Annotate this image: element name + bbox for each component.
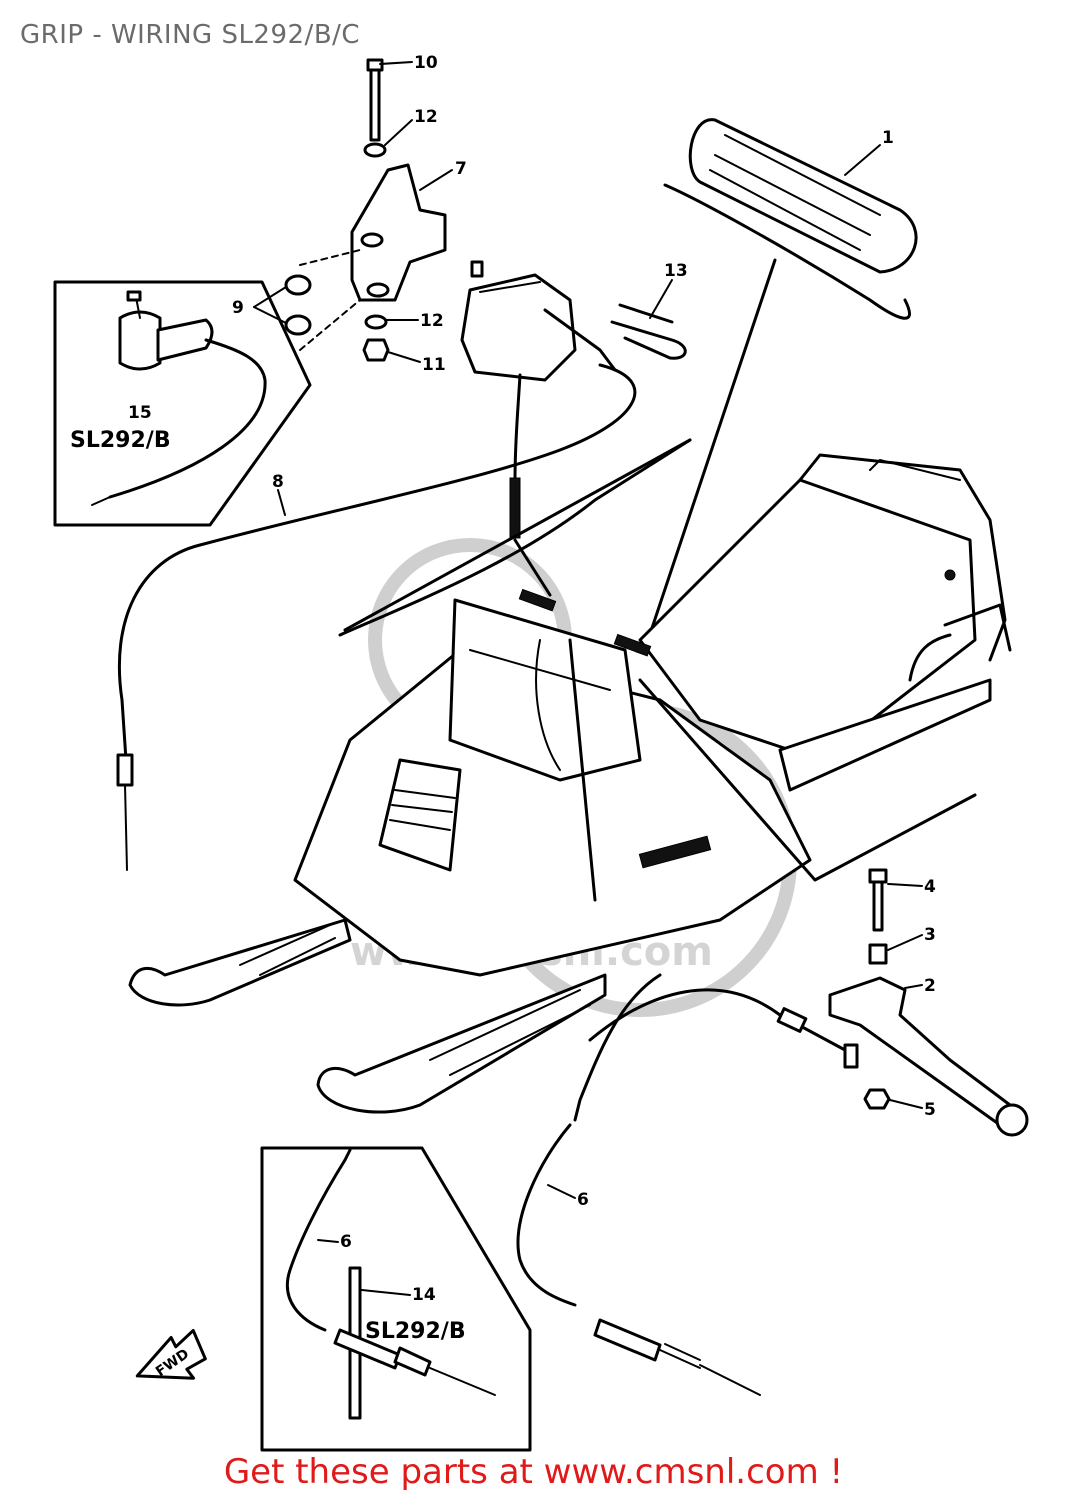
callout-11: 11: [422, 355, 446, 375]
switch-housing: [460, 260, 617, 539]
inset-bottom-label: SL292/B: [365, 1319, 466, 1344]
callout-10: 10: [414, 53, 438, 73]
callout-8: 8: [272, 472, 284, 492]
lever-2: 2: [828, 976, 1029, 1137]
callout-5: 5: [924, 1100, 936, 1120]
bracket-7: 7: [350, 159, 467, 302]
callout-1: 1: [882, 128, 894, 148]
nut-5: 5: [863, 1088, 936, 1120]
callout-9: 9: [232, 298, 244, 318]
skis: [128, 918, 607, 1114]
grip-1: 1: [646, 118, 918, 642]
direction-arrow-icon: FWD: [135, 1329, 207, 1380]
callout-12-top: 12: [414, 107, 438, 127]
bolt-10: 10: [366, 53, 438, 142]
separator-lines: [338, 438, 977, 882]
callout-3: 3: [924, 925, 936, 945]
inset-top-left: 15 SL292/B: [53, 280, 312, 527]
washer-12-top: 12: [363, 107, 438, 158]
nuts-9: 9: [232, 249, 361, 351]
page-title: GRIP - WIRING SL292/B/C: [20, 20, 361, 50]
callout-12-lower: 12: [420, 311, 444, 331]
inset-bottom: 6 14 SL292/B: [260, 1146, 532, 1452]
washer-12-lower: 12: [364, 311, 444, 331]
callout-6-inset: 6: [340, 1232, 352, 1252]
callout-7: 7: [455, 159, 467, 179]
bolt-4: 4: [868, 868, 936, 932]
snowmobile-body: [293, 453, 1012, 977]
callout-14: 14: [412, 1285, 436, 1305]
cable-8: 8: [116, 363, 692, 871]
brake-cable-6: 6: [516, 973, 859, 1396]
callout-13: 13: [664, 261, 688, 281]
callout-6: 6: [577, 1190, 589, 1210]
collar-3: 3: [868, 925, 936, 965]
footer-link[interactable]: Get these parts at www.cmsnl.com !: [223, 1452, 844, 1492]
callout-15: 15: [128, 403, 152, 423]
clip-13: 13: [610, 261, 688, 360]
callout-2: 2: [924, 976, 936, 996]
inset-top-label: SL292/B: [70, 428, 171, 453]
callout-4: 4: [924, 877, 936, 897]
nut-11: 11: [362, 338, 446, 375]
